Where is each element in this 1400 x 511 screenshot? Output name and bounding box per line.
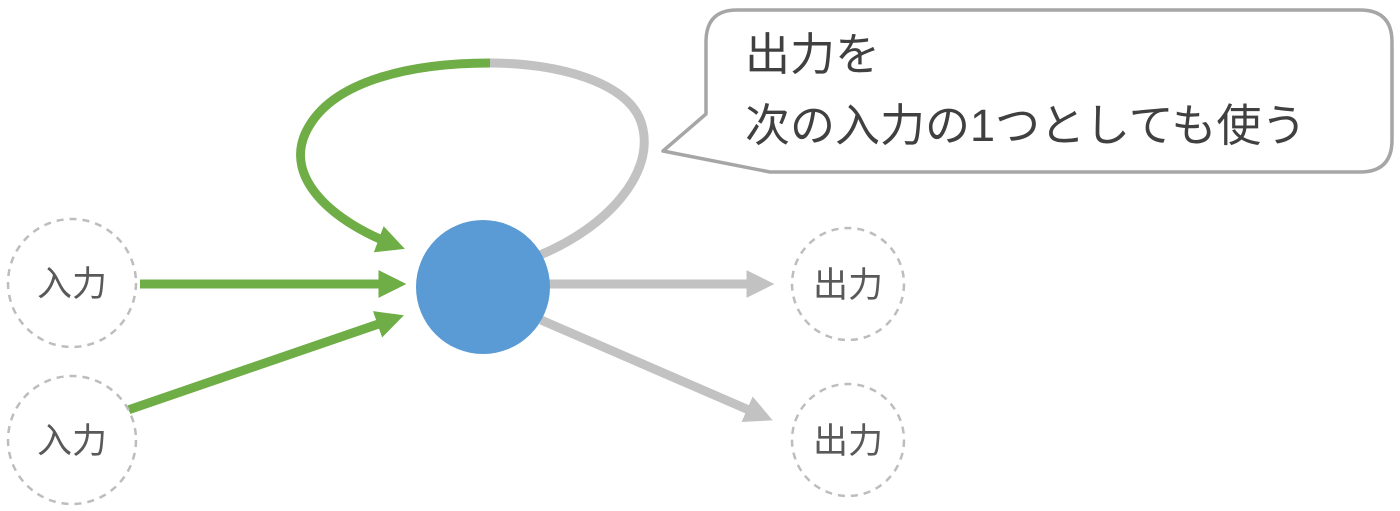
callout-bubble-shape xyxy=(661,8,1394,174)
input-node-2-circle xyxy=(6,374,138,506)
output-arrow-2 xyxy=(539,315,773,423)
feedback-loop-output-segment xyxy=(489,58,649,260)
input-node-1: 入力 xyxy=(6,217,138,349)
callout-bubble: 出力を 次の入力の1つとしても使う xyxy=(661,8,1394,174)
output-node-1-circle xyxy=(790,226,906,342)
input-node-2: 入力 xyxy=(6,374,138,506)
output-node-2-circle xyxy=(790,382,906,498)
output-node-2: 出力 xyxy=(790,382,906,498)
feedback-loop-input-segment xyxy=(296,58,491,253)
input-node-1-circle xyxy=(6,217,138,349)
input-arrow-2 xyxy=(126,311,404,415)
callout-text-line-1: 出力を xyxy=(745,29,880,80)
neuron-node xyxy=(416,220,550,354)
output-node-1-label: 出力 xyxy=(813,266,883,305)
input-node-2-label: 入力 xyxy=(37,422,107,461)
callout-text-line-2: 次の入力の1つとしても使う xyxy=(745,100,1306,151)
feedback-loop xyxy=(296,58,649,260)
input-node-1-label: 入力 xyxy=(37,265,107,304)
output-node-2-label: 出力 xyxy=(813,422,883,461)
output-node-1: 出力 xyxy=(790,226,906,342)
